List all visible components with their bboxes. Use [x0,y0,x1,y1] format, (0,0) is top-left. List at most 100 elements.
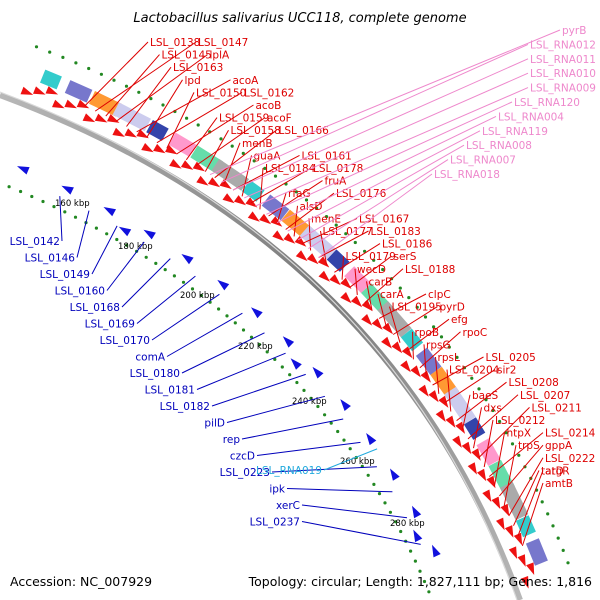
scale-dot-outer [219,137,223,141]
scale-dot-outer [230,144,234,148]
gene-label-forward-leader [521,482,544,547]
gene-label-reverse: pilD [204,418,225,430]
gene-label-forward: LSL_0145 [162,50,212,62]
scale-dot-inner [377,492,382,496]
cds-block [400,328,424,352]
scale-dot-outer [137,90,141,94]
gene-label-forward-leader [259,167,264,210]
reverse-gene-arrow [412,505,422,519]
gene-label-rna: LSL_RNA119 [482,126,548,138]
scale-dot-inner [105,232,109,236]
cds-block [344,266,372,294]
scale-dot-inner [52,205,56,209]
gene-label-rna-leader [232,58,529,191]
scale-dot-outer [304,198,309,202]
gene-label-rna: LSL_RNA120 [514,97,580,109]
forward-gene-arrow [467,462,477,475]
gene-label-forward-leader [412,331,414,360]
gene-label-forward: LSL_0163 [173,62,223,74]
gene-label-reverse-leader [136,275,196,324]
scale-dot-inner [309,396,313,400]
genome-summary-text: Topology: circular; Length: 1,827,111 bp… [248,574,592,589]
forward-gene-arrow [196,175,209,186]
forward-gene-arrow [283,233,296,244]
reverse-gene-arrow [61,185,74,195]
cds-block [525,538,548,566]
gene-label-forward: LSL_0178 [313,163,363,175]
gene-label-reverse-leader [226,395,326,423]
gene-label-forward: LSL_0211 [532,402,582,414]
gene-label-forward-leader [268,180,323,217]
scale-dot-outer [498,419,502,424]
gene-label-forward-leader [378,293,427,319]
scale-dot-inner [348,447,352,451]
cds-block [476,438,501,466]
scale-dot-inner [323,413,327,417]
gene-label-forward-leader [241,155,252,197]
scale-dot-inner [329,421,333,425]
gene-label-forward: amtB [545,478,573,490]
gene-label-reverse: rep [223,434,241,446]
gene-label-forward-leader [423,344,427,377]
forward-gene-arrow [33,86,46,95]
forward-gene-arrow [486,475,496,489]
forward-gene-arrow [294,235,307,247]
scale-dot-outer [34,45,39,49]
scale-dot-inner [257,342,261,347]
gene-label-forward-leader [513,470,540,526]
gene-label-forward: LSL_0205 [486,352,536,364]
reverse-gene-arrow [103,207,116,217]
gene-label-forward-leader [446,369,452,412]
gene-label-forward-leader [456,381,507,421]
forward-gene-arrow [340,292,352,304]
gene-label-forward-leader [156,91,243,144]
gene-label-forward: rpoC [463,327,488,339]
forward-gene-arrow [192,161,205,172]
scale-dot-outer [398,286,402,290]
scale-dot-outer [439,335,444,339]
forward-gene-arrow [361,314,373,326]
gene-label-reverse-leader [241,418,344,440]
gene-label-forward: efg [451,314,468,326]
gene-label-forward: menB [242,138,273,150]
gene-label-rna-leader [244,72,529,199]
scale-dot-inner [115,237,119,242]
gene-label-forward: LSL_0177 [323,226,373,238]
forward-gene-arrow [400,360,411,373]
scale-dot-inner [125,243,129,247]
scale-dot-outer [510,442,515,446]
forward-gene-arrow [526,562,535,575]
gene-label-reverse-leader [286,488,393,493]
gene-label-rna: LSL_RNA008 [466,140,532,152]
scale-dot-inner [288,373,292,377]
gene-label-forward-leader [349,255,392,288]
scale-dot-inner [249,335,254,339]
forward-gene-arrow [517,554,526,567]
reverse-gene-arrow [290,358,302,370]
scale-dot-inner [399,529,403,534]
gene-label-forward-leader [461,394,471,430]
scale-dot-inner [154,261,158,265]
gene-label-reverse: LSL_0182 [160,401,210,413]
gene-label-forward: rpsL [438,352,460,364]
gene-label-forward: clpC [428,289,451,301]
gene-label-forward-leader [389,306,401,343]
gene-label-forward-leader [166,92,195,149]
scale-dot-outer [273,174,278,178]
forward-gene-arrow [435,409,446,422]
scale-dot-inner [7,185,11,189]
forward-gene-arrow [420,370,431,383]
scale-dot-inner [372,482,376,486]
reverse-gene-arrow [413,529,423,543]
gene-label-forward-leader [214,129,277,179]
scale-dot-inner [181,280,186,284]
gene-label-rna-leader [209,29,561,176]
gene-label-forward: LSL_0188 [405,264,455,276]
gene-label-forward-leader [392,306,438,335]
scale-dot-inner [265,350,269,354]
gene-label-forward-leader [483,419,494,468]
gene-label-rna-leader [276,115,497,224]
reverse-gene-arrow [282,336,295,348]
gene-label-reverse: LSL_0142 [10,236,60,248]
